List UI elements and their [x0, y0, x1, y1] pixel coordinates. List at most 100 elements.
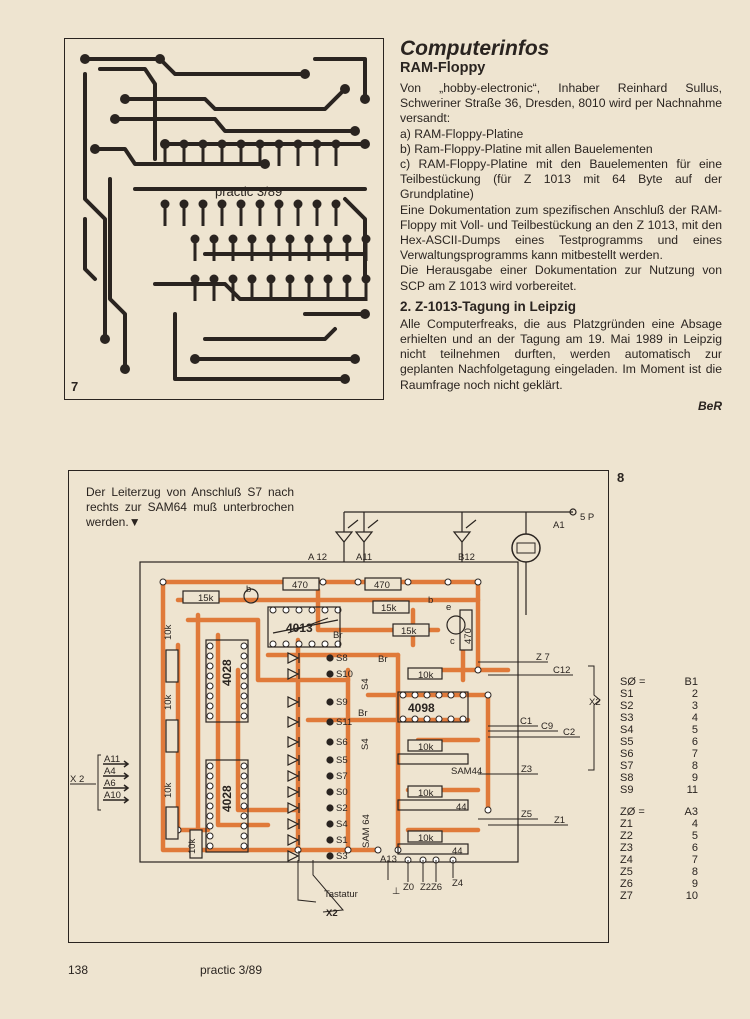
- resistor-10k-v1: 10k: [163, 624, 174, 640]
- bridge-br-middle: Br: [378, 654, 388, 665]
- arrow-right-icon: [103, 772, 130, 780]
- z-mapping-key: ZØ =: [620, 806, 645, 818]
- s-mapping-value: 3: [691, 700, 698, 712]
- resistor-10k-low: 10k: [418, 788, 434, 799]
- figure-7-number: 7: [71, 379, 78, 394]
- transistor-collector-label: c: [450, 636, 455, 647]
- board-pad: [344, 846, 352, 854]
- board-pad: [206, 652, 214, 660]
- z-mapping-value: 10: [685, 890, 698, 902]
- a13-label: A13: [380, 854, 397, 865]
- board-pad: [240, 812, 248, 820]
- board-pad: [206, 762, 214, 770]
- board-pad: [423, 691, 431, 699]
- z-mapping-value: A3: [684, 806, 698, 818]
- diode-pad: [326, 670, 334, 678]
- diode-pad: [326, 804, 334, 812]
- z-mapping-value: 9: [691, 878, 698, 890]
- c1-label: C1: [520, 716, 532, 727]
- board-pad: [206, 712, 214, 720]
- resistor-470-vertical: 470: [463, 628, 474, 644]
- z-mapping-row: Z2 5: [620, 830, 698, 842]
- board-pad: [399, 715, 407, 723]
- figure-8-note: Der Leiterzug von Anschluß S7 nach recht…: [86, 485, 294, 529]
- board-pad: [308, 606, 316, 614]
- z-mapping-value: 5: [691, 830, 698, 842]
- paragraph-tagung: Alle Computerfreaks, die aus Platzgründe…: [400, 316, 722, 392]
- board-pad: [240, 642, 248, 650]
- b12-label: B12: [458, 552, 475, 563]
- z6-label: Z6: [431, 882, 442, 893]
- s-contact-label: S2: [336, 803, 348, 814]
- s-mapping-value: 8: [691, 760, 698, 772]
- s-contact-label: S6: [336, 737, 348, 748]
- z-mapping-value: 4: [691, 818, 698, 830]
- resistor-15k-middle: 15k: [381, 603, 397, 614]
- s-mapping-key: S5: [620, 736, 634, 748]
- s-mapping-key: S7: [620, 760, 634, 772]
- board-pad: [206, 842, 214, 850]
- board-pad: [295, 606, 303, 614]
- figure-8-number: 8: [617, 470, 625, 485]
- diode-symbol: [287, 652, 300, 664]
- board-pad: [206, 822, 214, 830]
- a-input-label: A4: [104, 766, 116, 777]
- board-pad: [206, 702, 214, 710]
- resistor-470-right: 470: [374, 580, 390, 591]
- s-contact-label: S4: [336, 819, 348, 830]
- ic-4028-top-label: 4028: [220, 659, 234, 686]
- tastatur-label: Tastatur: [324, 889, 358, 900]
- bridge-br-lower: Br: [358, 708, 368, 719]
- board-pad: [399, 691, 407, 699]
- board-pad: [294, 846, 302, 854]
- board-pad: [321, 606, 329, 614]
- s4-connector-label-top: S4: [360, 678, 371, 690]
- z2-label: Z2: [420, 882, 431, 893]
- board-pad: [240, 682, 248, 690]
- a-input-label: A6: [104, 778, 116, 789]
- s-contact-label: S10: [336, 669, 353, 680]
- resistor-10k-top: 10k: [418, 670, 434, 681]
- c2-label: C2: [563, 727, 575, 738]
- author-signature: BeR: [697, 398, 722, 413]
- diode-symbol: [287, 736, 300, 748]
- diode-symbol: [287, 754, 300, 766]
- board-pad: [159, 578, 167, 586]
- s-contact-label: S1: [336, 835, 348, 846]
- board-pad: [206, 812, 214, 820]
- diode-pad: [326, 772, 334, 780]
- board-pad: [423, 715, 431, 723]
- board-pad: [459, 715, 467, 723]
- diode-symbol: [287, 696, 300, 708]
- s-mapping-key: S4: [620, 724, 634, 736]
- z7-label: Z 7: [536, 652, 550, 663]
- c9-label: C9: [541, 721, 553, 732]
- z-mapping-value: 6: [691, 842, 698, 854]
- z-mapping-key: Z2: [620, 830, 633, 842]
- diode-pad: [326, 852, 334, 860]
- resistor-15k-right: 15k: [401, 626, 417, 637]
- board-pad: [206, 782, 214, 790]
- z-mapping-key: Z5: [620, 866, 633, 878]
- list-item-c: c) RAM-Floppy-Platine mit den Bauelement…: [400, 157, 722, 202]
- board-pad: [240, 662, 248, 670]
- board-pad: [435, 715, 443, 723]
- s-mapping-value: 2: [691, 688, 698, 700]
- resistor-10k-v4: 10k: [187, 838, 198, 854]
- board-pad: [269, 606, 277, 614]
- resistor-10k-v2: 10k: [163, 694, 174, 710]
- z4-label: Z4: [452, 878, 463, 889]
- arrow-right-icon: [103, 760, 130, 768]
- ground-symbol: ⊥: [392, 886, 400, 897]
- figure-7-caption: practic 3/89: [215, 184, 282, 199]
- s-contact-label: S7: [336, 771, 348, 782]
- board-pad: [206, 662, 214, 670]
- article-title: Computerinfos: [400, 37, 550, 60]
- resistor-470-left: 470: [292, 580, 308, 591]
- diode-symbol: [287, 770, 300, 782]
